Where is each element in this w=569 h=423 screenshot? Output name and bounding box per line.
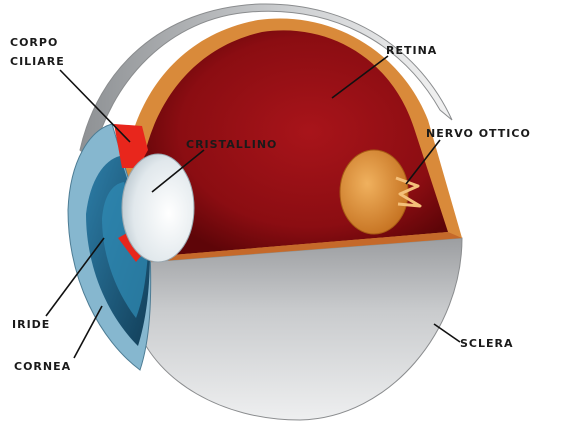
- label-ciliare: CILIARE: [10, 55, 65, 68]
- label-cornea: CORNEA: [14, 360, 71, 373]
- lens: [122, 154, 194, 262]
- leader-sclera: [434, 324, 460, 342]
- sclera-surface: [138, 238, 462, 420]
- optic-nerve: [340, 150, 408, 234]
- leader-cornea: [74, 306, 102, 358]
- label-sclera: SCLERA: [460, 337, 514, 350]
- label-iride: IRIDE: [12, 318, 50, 331]
- label-corpo: CORPO: [10, 36, 58, 49]
- label-cristallino: CRISTALLINO: [186, 138, 277, 151]
- label-retina: RETINA: [386, 44, 437, 57]
- label-nervo-ottico: NERVO OTTICO: [426, 127, 531, 140]
